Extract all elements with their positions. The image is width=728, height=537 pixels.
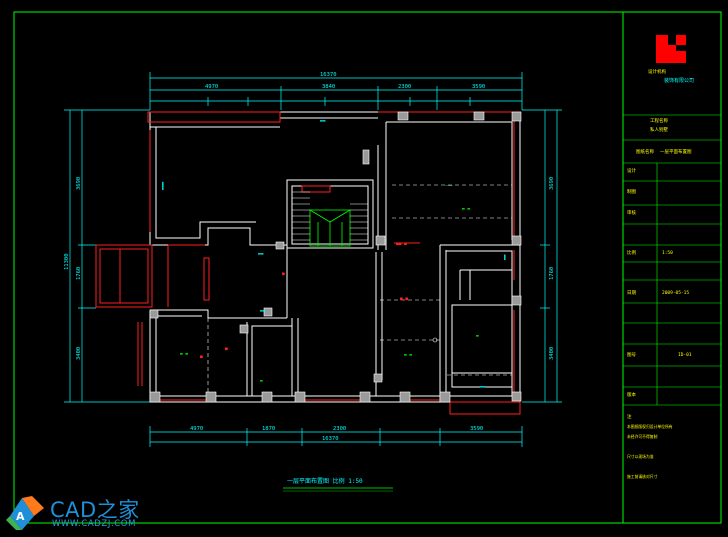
notes-label: 注 (627, 413, 632, 420)
left-dimension-labels: 3690 1760 3400 11300 (64, 177, 82, 360)
dim-right-1: 3690 (549, 177, 555, 190)
cadzj-logo-icon: A (6, 496, 44, 530)
dim-bottom-3: 2300 (333, 426, 346, 432)
svg-text:▬ ▬: ▬ ▬ (404, 353, 412, 358)
note-line: 尺寸以现场为准 (627, 454, 654, 459)
project-label: 工程名称 (650, 117, 668, 124)
note-line: 本图纸版权归设计单位所有 (627, 424, 673, 429)
title-block: 设计机构 装饰有限公司 工程名称 私人别墅 图纸名称 一层平面布置图 设计 (623, 35, 721, 479)
drawing-name-label: 图纸名称 (636, 148, 654, 155)
svg-text:▬ ▬: ▬ ▬ (180, 352, 188, 357)
plan-title: 一层平面布置图 比例 1:50 (287, 477, 363, 485)
svg-text:■: ■ (225, 347, 228, 352)
checked-label: 审核 (627, 209, 636, 216)
svg-text:11300: 11300 (64, 253, 70, 270)
svg-text:▬: ▬ (260, 379, 263, 384)
sheet-label: 图号 (627, 352, 636, 358)
drawn-label: 制图 (627, 188, 636, 195)
dim-top-2: 3840 (322, 84, 335, 90)
left-dimension-lines (64, 109, 150, 403)
company-name-small: 设计机构 (648, 68, 666, 75)
stair-treads (292, 191, 368, 241)
right-dimension-labels: 3690 1760 3400 (549, 177, 555, 360)
svg-text:■: ■ (200, 355, 203, 360)
watermark-url: WWW.CADZJ.COM (52, 519, 137, 529)
dim-top-4: 3590 (472, 84, 485, 90)
dim-bottom-2: 1870 (262, 426, 275, 432)
drawing-name-value: 一层平面布置图 (660, 148, 692, 155)
svg-text:▬ ▬: ▬ ▬ (462, 207, 470, 212)
cadzj-watermark: A CAD之家 WWW.CADZJ.COM (6, 494, 146, 532)
svg-text:▬▬: ▬▬ (320, 119, 326, 124)
company-logo (656, 35, 686, 63)
bottom-dimension-lines (149, 426, 523, 447)
dim-top-3: 2300 (398, 84, 411, 90)
svg-text:▬▬▬: ▬▬▬ (161, 182, 166, 190)
structural-columns (149, 111, 522, 403)
svg-text:16370: 16370 (320, 72, 337, 78)
svg-text:▬: ▬ (476, 334, 479, 339)
svg-text:A: A (16, 510, 25, 523)
top-dimension-labels: 16370 4970 3840 2300 3590 (205, 72, 485, 90)
note-line: 未经许可不得复制 (627, 434, 658, 439)
svg-text:———: ——— (445, 184, 453, 189)
sheet-border (13, 11, 722, 524)
dashed-hidden-lines (207, 184, 512, 396)
top-dimension-lines (149, 72, 523, 110)
dim-top-1: 4970 (205, 84, 218, 90)
svg-text:▬▬: ▬▬ (260, 309, 266, 314)
designer-label: 设计 (627, 167, 636, 174)
date-value: 2009-05-15 (662, 290, 689, 296)
dim-bottom-1: 4970 (190, 426, 203, 432)
version-label: 版本 (627, 391, 636, 398)
svg-text:■■ ■: ■■ ■ (396, 242, 407, 247)
right-dimension-lines (522, 109, 562, 403)
floor-plan-walls (149, 111, 521, 403)
dim-left-3: 3400 (76, 347, 82, 360)
svg-text:▬▬: ▬▬ (258, 252, 264, 257)
date-label: 日期 (627, 290, 636, 296)
svg-text:■: ■ (282, 272, 285, 277)
note-line: 施工前请核对尺寸 (627, 474, 658, 479)
dim-left-2: 1760 (76, 267, 82, 280)
sheet-value: ID-01 (678, 352, 692, 358)
dim-right-2: 1760 (549, 267, 555, 280)
stair-symbol (309, 209, 351, 247)
scale-label: 比例 (627, 249, 636, 256)
watermark-brand: CAD之家 (50, 498, 140, 522)
floor-drain-symbol (432, 337, 438, 343)
svg-text:▬▬: ▬▬ (480, 385, 486, 390)
svg-text:▬▬: ▬▬ (503, 254, 508, 260)
red-accent-walls (95, 111, 521, 415)
company-name: 装饰有限公司 (664, 77, 694, 84)
dim-left-1: 3690 (76, 177, 82, 190)
scale-value: 1:50 (662, 250, 673, 256)
svg-text:■ ■: ■ ■ (400, 297, 408, 302)
bottom-dimension-labels: 4970 1870 2300 3590 16370 (190, 426, 483, 442)
dim-bottom-4: 3590 (470, 426, 483, 432)
dim-right-3: 3400 (549, 347, 555, 360)
project-value: 私人别墅 (650, 126, 668, 133)
room-annotations: ——— ▬ ▬ ▬ ▬ ▬ ▬ ▬ ▬ ■ ■ ■ ■ ■ ■■ ■ ▬▬ ▬▬… (161, 119, 508, 390)
svg-text:16370: 16370 (322, 436, 339, 442)
